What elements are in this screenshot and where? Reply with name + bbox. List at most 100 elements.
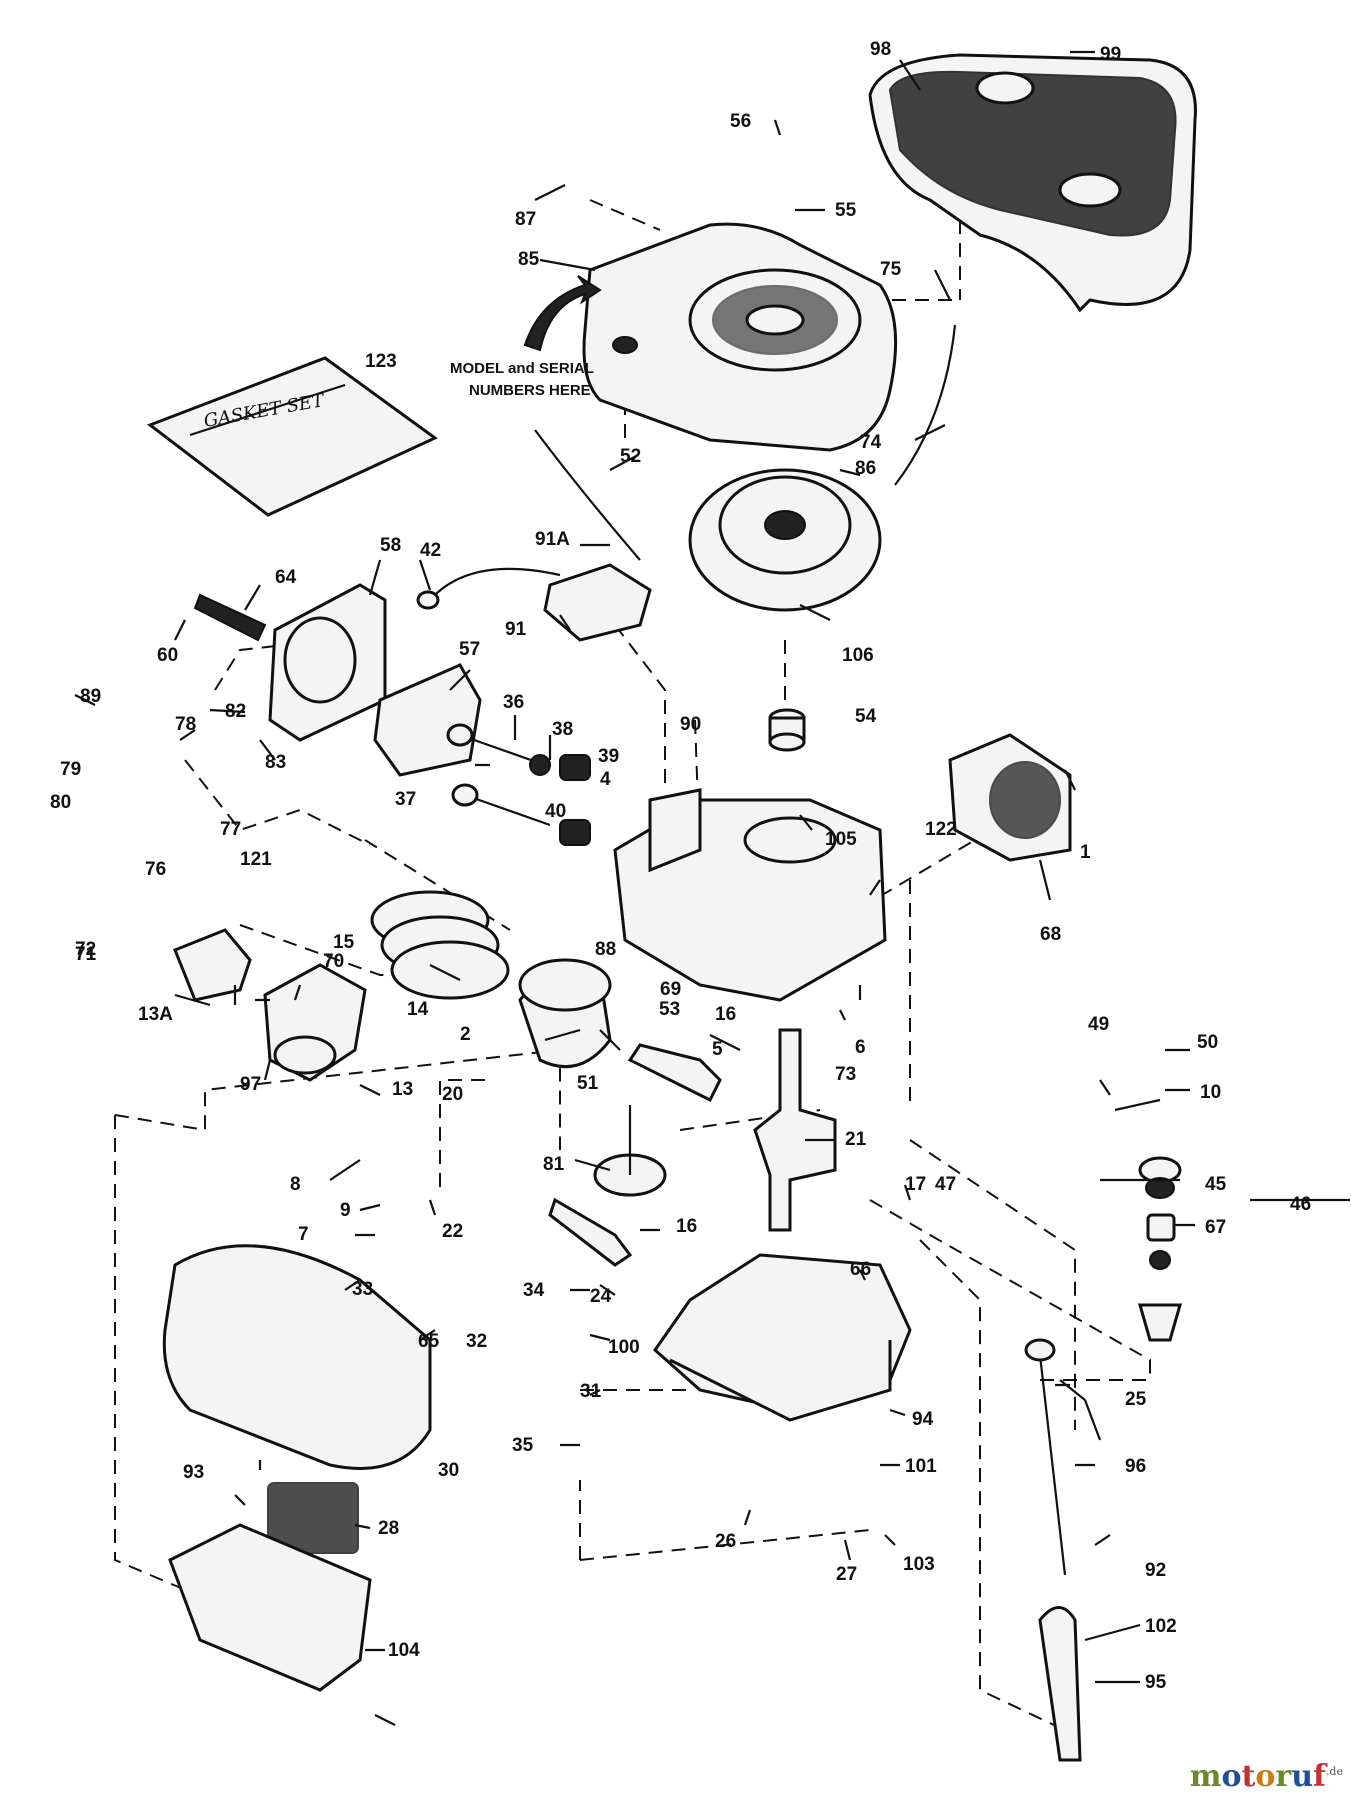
callout-label: 54 <box>855 706 877 727</box>
callout-label: 16 <box>715 1004 736 1025</box>
part-shapes <box>146 53 1197 1762</box>
air-cleaner-tray <box>168 1523 372 1692</box>
callout-label: 34 <box>523 1280 545 1301</box>
callout-label: 86 <box>855 458 876 479</box>
callout-label: 26 <box>715 1531 736 1552</box>
watermark-letter: r <box>1275 1759 1292 1794</box>
callout-label: 50 <box>1197 1032 1218 1053</box>
callout-label: 21 <box>845 1129 867 1150</box>
callout-label: 57 <box>459 639 480 660</box>
callout-label: 123 <box>365 351 397 372</box>
callout-label: 102 <box>1145 1616 1177 1637</box>
callout-label: 69 <box>660 979 681 1000</box>
callout-label: 90 <box>680 714 701 735</box>
callout-label: 40 <box>545 801 566 822</box>
callout-label: 20 <box>442 1084 463 1105</box>
callout-label: 104 <box>388 1640 420 1661</box>
callout-label: 49 <box>1088 1014 1109 1035</box>
callout-label: 32 <box>466 1331 487 1352</box>
air-cleaner-foam <box>888 70 1177 237</box>
watermark-letter: t <box>1241 1759 1256 1794</box>
callout-label: 52 <box>620 446 641 467</box>
callout-label: 100 <box>608 1337 640 1358</box>
callout-label: 53 <box>659 999 680 1020</box>
callout-label: 122 <box>925 819 957 840</box>
callout-label: 2 <box>460 1024 471 1045</box>
callout-label: 96 <box>1125 1456 1146 1477</box>
callout-label: 27 <box>836 1564 857 1585</box>
oil-fill-tube <box>1038 1606 1082 1762</box>
callout-label: 45 <box>1205 1174 1227 1195</box>
callout-label: 81 <box>543 1154 565 1175</box>
callout-label: 76 <box>145 859 166 880</box>
callout-label: 95 <box>1145 1672 1167 1693</box>
callout-label: 36 <box>503 692 524 713</box>
callout-label: 68 <box>1040 924 1061 945</box>
callout-label: 88 <box>595 939 616 960</box>
callout-label: 93 <box>183 1462 204 1483</box>
callout-label: 6 <box>855 1037 866 1058</box>
callout-label: 97 <box>240 1074 261 1095</box>
callout-label: 83 <box>265 752 286 773</box>
callout-label: 28 <box>378 1518 399 1539</box>
watermark-letter: u <box>1291 1759 1314 1794</box>
model-note-arrow <box>523 275 602 352</box>
callout-label: 8 <box>290 1174 301 1195</box>
watermark-suffix: .de <box>1325 1765 1343 1778</box>
callout-label: 72 <box>75 939 96 960</box>
callout-label: 82 <box>225 701 246 722</box>
callout-label: 71 <box>75 944 97 965</box>
callout-label: 39 <box>598 746 619 767</box>
callout-label: 92 <box>1145 1560 1166 1581</box>
callout-label: 85 <box>518 249 540 270</box>
callout-label: 64 <box>275 567 297 588</box>
callout-label: 9 <box>340 1200 351 1221</box>
model-note-line1: MODEL and SERIAL <box>450 360 594 377</box>
air-filter-element <box>267 1482 359 1554</box>
callout-label: 66 <box>850 1259 871 1280</box>
callout-label: 10 <box>1200 1082 1221 1103</box>
callout-label: 47 <box>935 1174 956 1195</box>
callout-label: 103 <box>903 1554 935 1575</box>
callout-label: 79 <box>60 759 81 780</box>
ignition-module <box>543 563 652 642</box>
callout-label: 65 <box>418 1331 440 1352</box>
crankshaft <box>753 1028 837 1232</box>
callout-label: 4 <box>600 769 611 790</box>
callout-label: 42 <box>420 540 441 561</box>
callout-label: 33 <box>352 1279 373 1300</box>
head-gasket <box>373 663 482 777</box>
callout-label: 74 <box>860 432 882 453</box>
air-cleaner-body <box>162 1244 432 1470</box>
callout-label: 13A <box>138 1004 173 1025</box>
callout-label: 13 <box>392 1079 413 1100</box>
callout-label: 35 <box>512 1435 534 1456</box>
callout-label: 17 <box>905 1174 926 1195</box>
callout-label: 1 <box>1080 842 1091 863</box>
callout-label: 7 <box>298 1224 309 1245</box>
callout-leader-lines <box>74 50 1350 1726</box>
watermark-letter: o <box>1255 1759 1276 1794</box>
callout-label: 77 <box>220 819 241 840</box>
model-note-line2: NUMBERS HERE <box>469 382 591 399</box>
callout-label: 38 <box>552 719 573 740</box>
watermark-letter: o <box>1221 1759 1242 1794</box>
callout-label: 24 <box>590 1286 612 1307</box>
watermark-letter: f <box>1313 1759 1326 1794</box>
callout-label: 73 <box>835 1064 856 1085</box>
callout-label: 16 <box>676 1216 697 1237</box>
motoruf-watermark: motoruf.de <box>1190 1759 1343 1794</box>
callout-label: 106 <box>842 645 874 666</box>
callout-label: 31 <box>580 1381 602 1402</box>
callout-label: 15 <box>333 932 355 953</box>
callout-label: 101 <box>905 1456 937 1477</box>
callout-label: 80 <box>50 792 71 813</box>
callout-label: 89 <box>80 686 101 707</box>
callout-label: 91A <box>535 529 570 550</box>
callout-numbers: 123 98 99 56 55 87 85 75 74 86 52 91A 42… <box>50 39 1311 1693</box>
callout-label: 91 <box>505 619 527 640</box>
callout-label: 87 <box>515 209 536 230</box>
callout-label: 22 <box>442 1221 463 1242</box>
callout-label: 30 <box>438 1460 459 1481</box>
